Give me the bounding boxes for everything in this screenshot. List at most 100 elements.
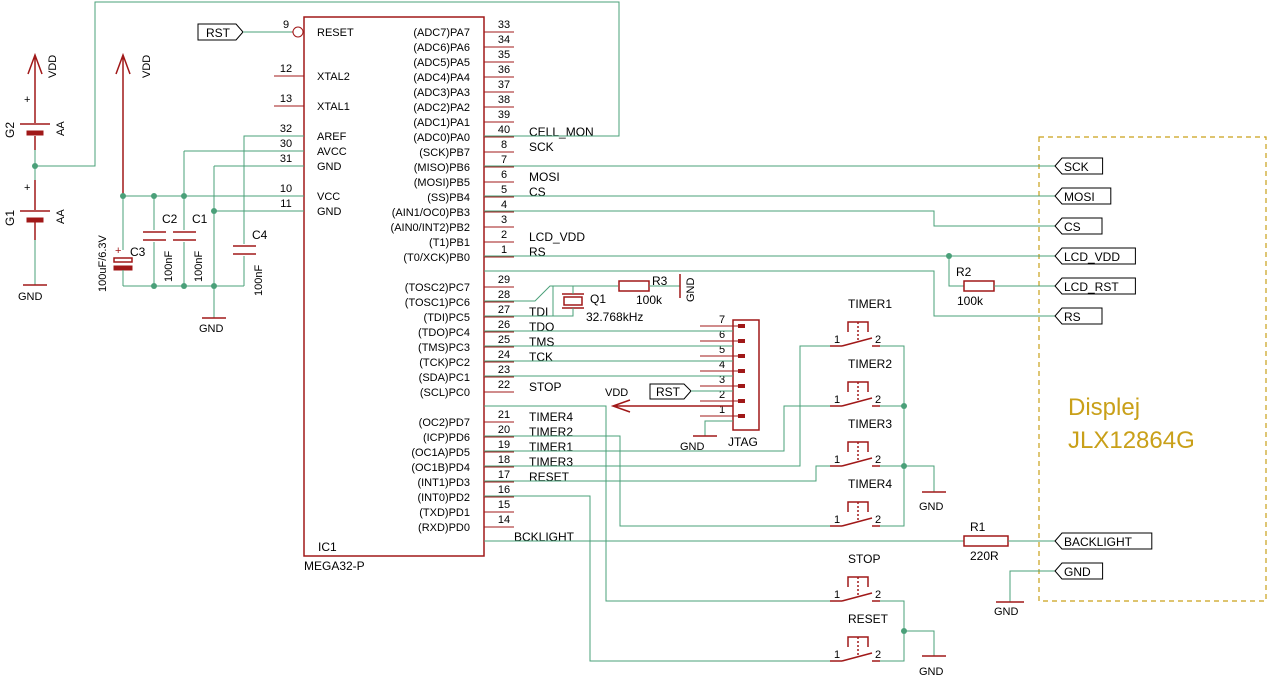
ic-pin-num: 40 — [498, 124, 510, 136]
switch-pin-2: 2 — [875, 394, 881, 406]
crystal-section: Q1 32.768kHz R3 100k GND — [484, 274, 697, 324]
ic-pin-num: 2 — [501, 229, 507, 241]
ic-pin-name: (OC1A)PD5 — [411, 447, 470, 459]
ic1-value: MEGA32-P — [304, 559, 365, 573]
jtag-pin-num: 1 — [719, 404, 725, 416]
decoupling-section: VDD + C3 100uF/6.3V C2 100nF C1 100nF — [97, 52, 304, 335]
svg-text:RST: RST — [656, 385, 681, 399]
ic-pin-name: (ADC0)PA0 — [413, 132, 470, 144]
ic-pin-num: 27 — [498, 304, 510, 316]
switch-pin-1: 1 — [834, 589, 840, 601]
ic-pin-name: VCC — [317, 191, 340, 203]
net-label: RS — [529, 245, 546, 259]
jtag-pin-num: 6 — [719, 329, 725, 341]
ic-pin-num: 13 — [280, 93, 292, 105]
rst-label-jtag: RST — [649, 383, 733, 400]
gnd-label-2: GND — [199, 323, 224, 335]
display-connector-label: RS — [1064, 310, 1081, 324]
switch-pin-2: 2 — [875, 514, 881, 526]
ic-pin-name: (AIN1/OC0)PB3 — [392, 207, 470, 219]
svg-text:VDD: VDD — [605, 387, 628, 399]
jtag-pin-num: 4 — [719, 359, 725, 371]
display-connector-label: LCD_VDD — [1064, 250, 1120, 264]
net-label: TCK — [529, 350, 553, 364]
r2-body — [963, 280, 995, 292]
ic-pin-name: (SS)PB4 — [427, 192, 470, 204]
ic-pin-num: 39 — [498, 109, 510, 121]
ic-pin-name: (ADC4)PA4 — [413, 72, 470, 84]
ic-pin-name: (INT1)PD3 — [417, 477, 470, 489]
ic-pin-name: AVCC — [317, 146, 347, 158]
ic-pin-name: (AIN0/INT2)PB2 — [391, 222, 470, 234]
jtag-pin-num: 2 — [719, 389, 725, 401]
switch-label: TIMER4 — [848, 477, 892, 491]
display-wiring: R2 100k R1 220R GND — [484, 165, 1055, 618]
r3-label: R3 — [652, 274, 668, 288]
ic-pin-num: 7 — [501, 154, 507, 166]
svg-text:GND: GND — [680, 441, 705, 453]
ic-pin-name: (OC2)PD7 — [419, 417, 470, 429]
ic-pin-name: GND — [317, 161, 342, 173]
switch-label: TIMER1 — [848, 297, 892, 311]
ic-pin-name: (SCL)PC0 — [420, 387, 470, 399]
net-label: STOP — [529, 380, 561, 394]
net-label: TMS — [529, 335, 554, 349]
display-connector-label: GND — [1064, 565, 1091, 579]
gnd-label-r3: GND — [685, 278, 697, 303]
switch-wiring: GND GND — [484, 345, 946, 678]
ic-pin-name: (T1)PB1 — [429, 237, 470, 249]
ic-pin-name: (ICP)PD6 — [423, 432, 470, 444]
r3-value: 100k — [636, 293, 663, 307]
ic-pin-num: 38 — [498, 94, 510, 106]
ic-pin-num: 19 — [498, 439, 510, 451]
ic-pin-name: (TDO)PC4 — [418, 327, 470, 339]
switch-pin-1: 1 — [834, 394, 840, 406]
ic-pin-num: 36 — [498, 64, 510, 76]
ic-pin-name: (ADC5)PA5 — [413, 57, 470, 69]
vdd-label-1: VDD — [47, 55, 59, 78]
ic-pin-num: 32 — [280, 123, 292, 135]
net-label: TIMER4 — [529, 410, 573, 424]
ic-pin-num: 4 — [501, 199, 507, 211]
ic-pin-num: 24 — [498, 349, 510, 361]
ic-pin-name: (T0/XCK)PB0 — [403, 252, 470, 264]
ic-pin-name: (MISO)PB6 — [414, 162, 470, 174]
ic-pin-name: (OC1B)PD4 — [411, 462, 470, 474]
ic-pin-name: (TDI)PC5 — [424, 312, 470, 324]
net-label: TIMER2 — [529, 425, 573, 439]
jtag-label: JTAG — [728, 435, 758, 449]
ic-pin-num: 17 — [498, 469, 510, 481]
jtag-pin-num: 7 — [719, 314, 725, 326]
c3-label: C3 — [130, 245, 146, 259]
switch-pin-1: 1 — [834, 454, 840, 466]
switch-pin-1: 1 — [834, 649, 840, 661]
vdd-label-2: VDD — [141, 55, 153, 78]
ic-pin-name: AREF — [317, 131, 347, 143]
display-connector: RS — [1054, 307, 1103, 325]
r1-value: 220R — [970, 549, 999, 563]
c3-plus: + — [115, 245, 121, 257]
display-connector-label: LCD_RST — [1064, 280, 1119, 294]
ic-pin-num: 8 — [501, 139, 507, 151]
r1-body — [963, 535, 1009, 547]
g2-plus: + — [24, 94, 30, 106]
ic-pin-num: 16 — [498, 484, 510, 496]
ic-pin-name: (TOSC2)PC7 — [405, 282, 470, 294]
jtag-vdd: VDD — [605, 387, 733, 413]
display-connector-label: BACKLIGHT — [1064, 535, 1133, 549]
display-connector: LCD_VDD — [1054, 247, 1136, 265]
display-connector: BACKLIGHT — [1054, 532, 1153, 550]
c3-value: 100uF/6.3V — [97, 234, 109, 292]
ic-pin-num: 20 — [498, 424, 510, 436]
ic-pin-name: (TCK)PC2 — [419, 357, 470, 369]
battery-section: VDD + G2 AA + G1 AA GND — [3, 52, 67, 303]
display-connector: LCD_RST — [1054, 277, 1136, 295]
c4-label: C4 — [252, 228, 268, 242]
ic-pin-name: (ADC3)PA3 — [413, 87, 470, 99]
switch-label: RESET — [848, 612, 889, 626]
